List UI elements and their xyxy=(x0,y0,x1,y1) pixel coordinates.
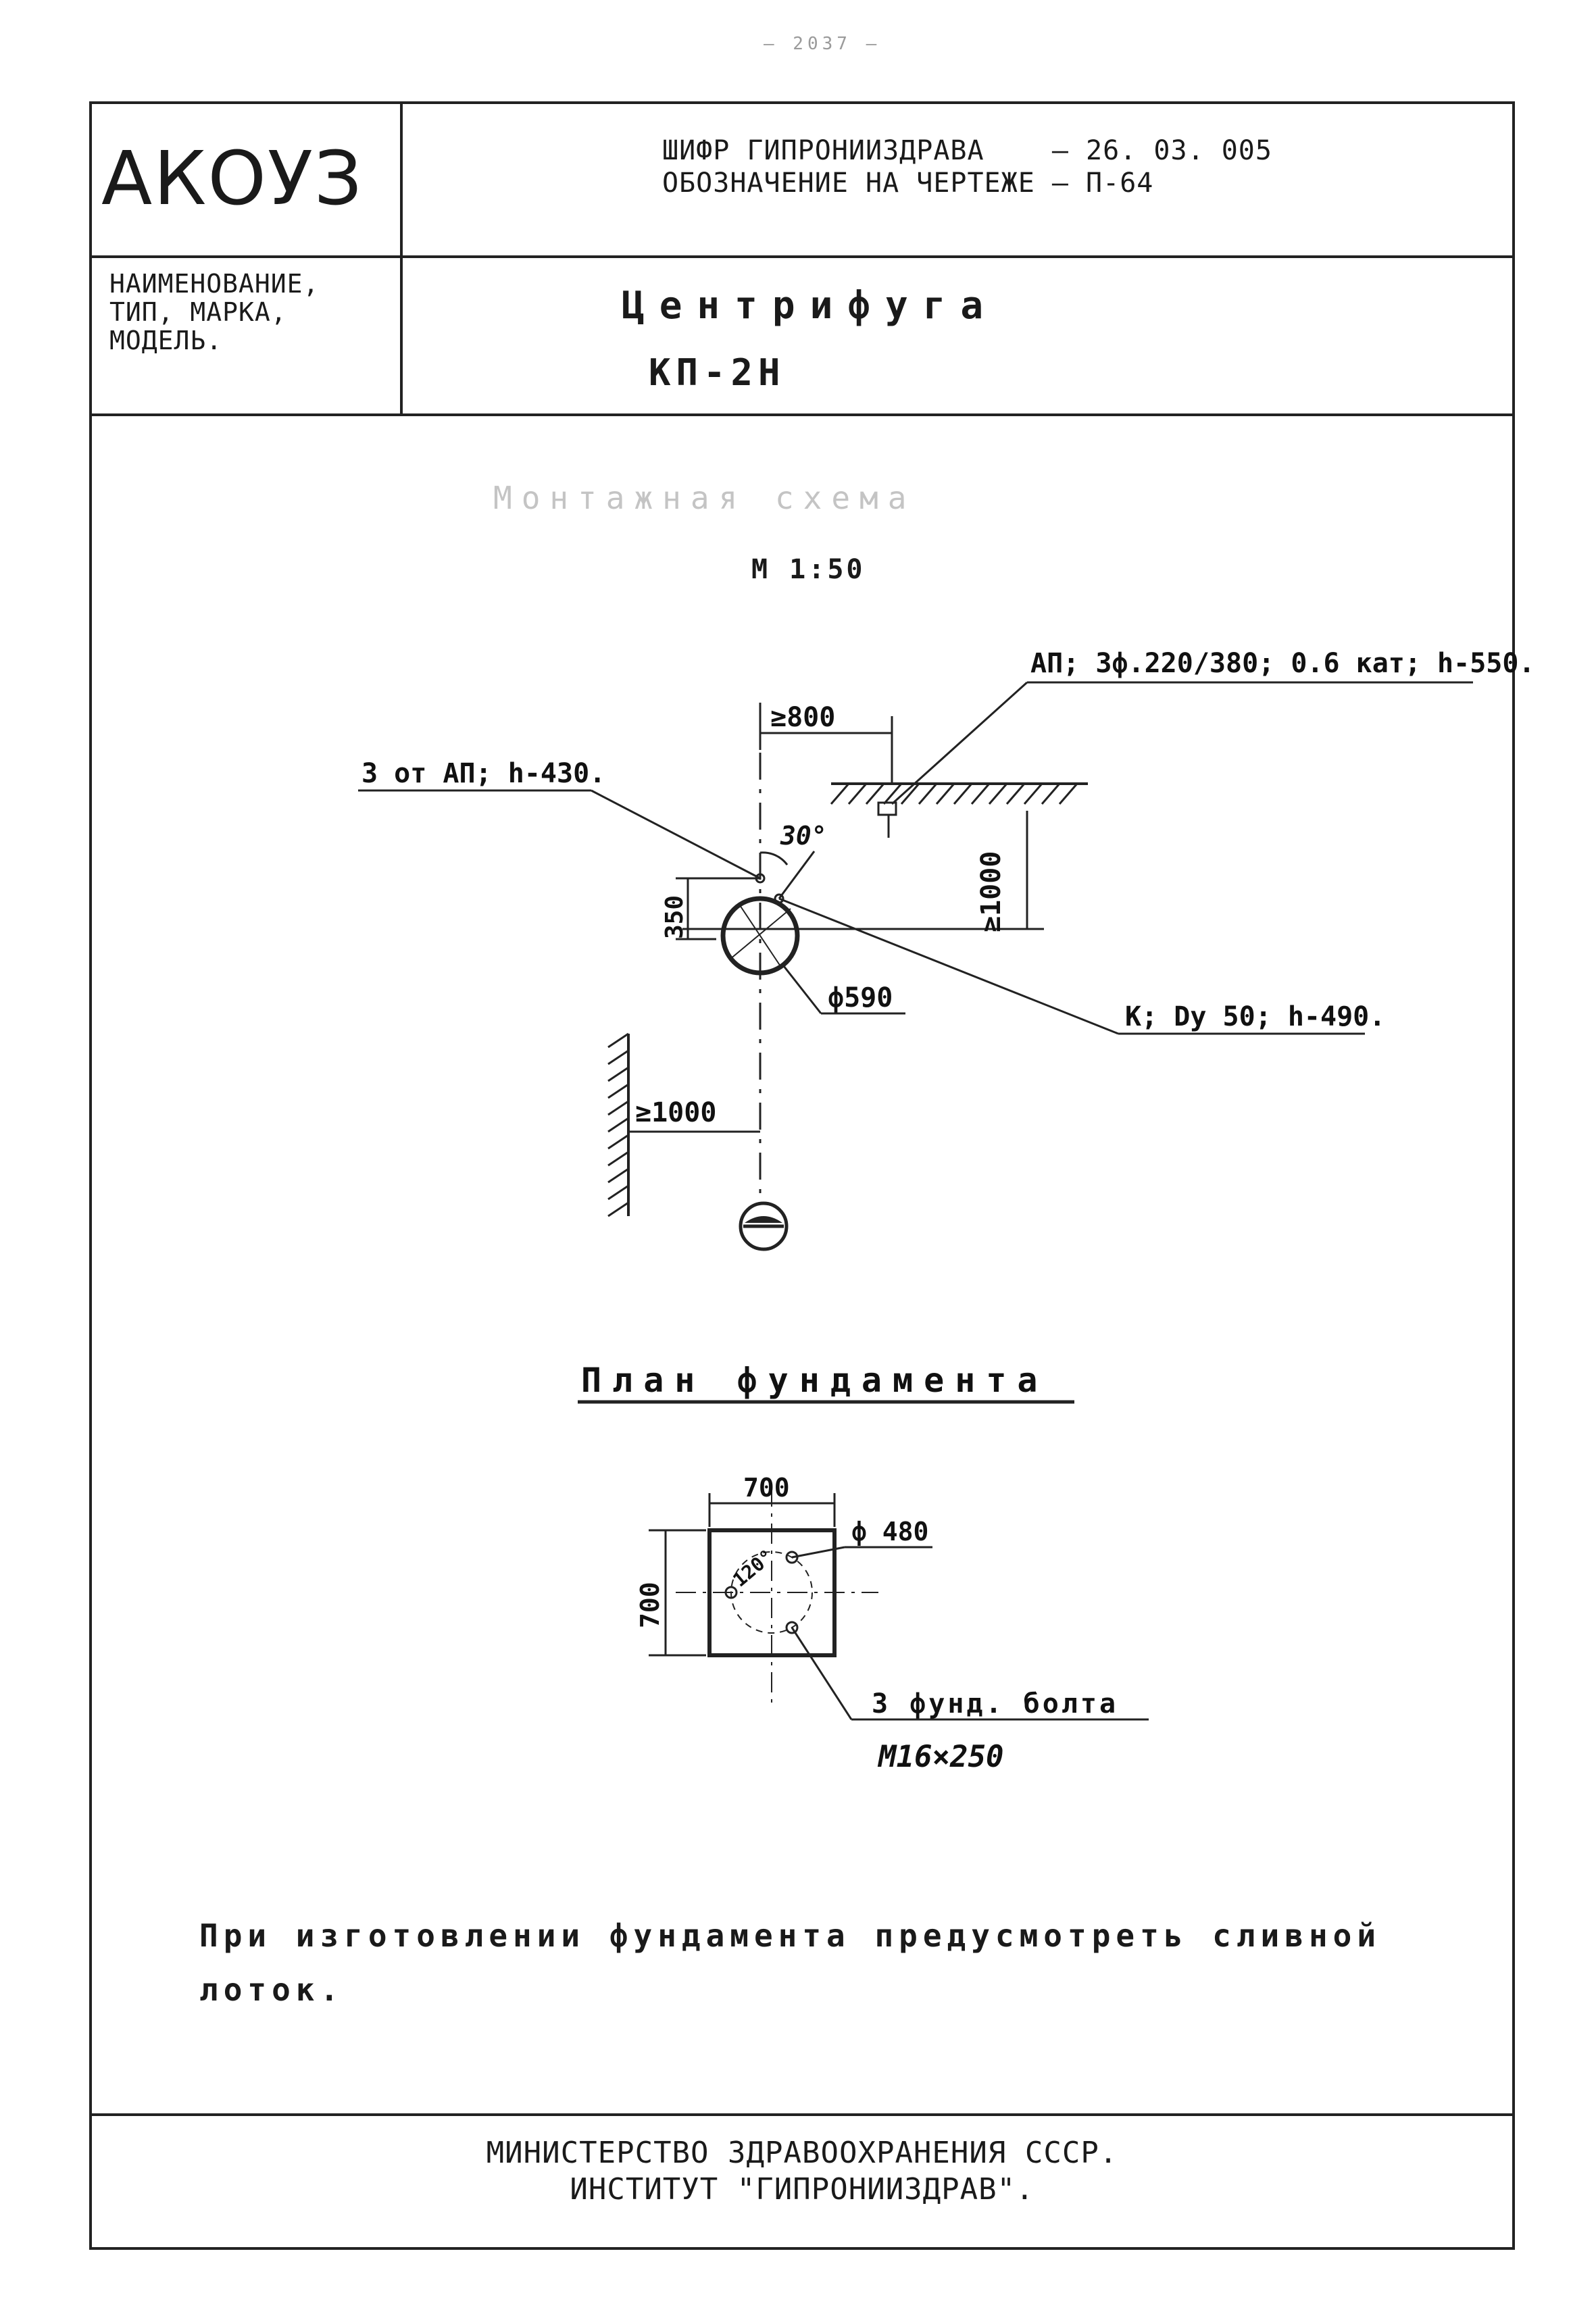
bolt-circle-label: ф 480 xyxy=(851,1517,928,1546)
bolt-3 xyxy=(785,1621,799,1634)
power-outlet xyxy=(877,801,897,816)
ground-leader xyxy=(591,789,761,880)
dim-offset-label: 350 xyxy=(661,895,689,939)
power-leader xyxy=(891,681,1028,805)
footer-divider xyxy=(89,2113,1515,2116)
name-label-line-1: НАИМЕНОВАНИЕ, xyxy=(109,269,320,299)
dim-left-label: ≥1000 xyxy=(635,1097,716,1128)
foundation-height-label: 700 xyxy=(635,1582,665,1628)
equipment-name: Центрифуга xyxy=(622,284,999,328)
centrifuge-outline xyxy=(720,896,800,976)
power-label: АП; 3ф.220/380; 0.6 кат; h-550. xyxy=(1030,648,1535,679)
dim-top-label: ≥800 xyxy=(770,702,835,733)
wall-top-hatch xyxy=(830,783,1078,805)
bolts-label: 3 фунд. болта xyxy=(872,1688,1118,1719)
drain-point xyxy=(774,893,784,904)
plan-title-faded: Монтажная схема xyxy=(493,480,916,516)
note-line-1: При изготовлении фундамента предусмотрет… xyxy=(199,1917,1382,1954)
wall-left-hatch xyxy=(607,1032,629,1217)
bolt-2 xyxy=(724,1586,738,1599)
name-label-line-2: ТИП, МАРКА, xyxy=(109,297,287,327)
stamp-divider-1 xyxy=(89,255,1515,258)
equipment-model: КП-2Н xyxy=(649,351,786,394)
cipher-line: ШИФР ГИПРОНИИЗДРАВА – 26. 03. 005 xyxy=(662,135,1272,166)
note-line-2: лоток. xyxy=(199,1971,345,2008)
bolts-leader xyxy=(791,1627,853,1720)
dim-right-label: ≥1000 xyxy=(976,851,1007,932)
stamp-column-divider xyxy=(400,101,403,415)
organization-brand: АКОУЗ xyxy=(101,135,364,222)
plan-scale: М 1:50 xyxy=(751,554,866,585)
foundation-width-label: 700 xyxy=(743,1473,790,1503)
stamp-divider-2 xyxy=(89,413,1515,416)
bolt-angle-label: 120° xyxy=(728,1545,778,1592)
sewer-label: К; Dу 50; h-490. xyxy=(1125,1001,1385,1032)
ground-label: 3 от АП; h-430. xyxy=(361,758,605,789)
page-number: — 2037 — xyxy=(764,34,881,54)
designation-line: ОБОЗНАЧЕНИЕ НА ЧЕРТЕЖЕ – П-64 xyxy=(662,168,1154,199)
foundation-title: План фундамента xyxy=(581,1361,1049,1400)
ground-point xyxy=(755,873,766,884)
bolts-size: М16×250 xyxy=(877,1740,1003,1774)
sewer-leader xyxy=(778,897,1119,1035)
drawing-frame xyxy=(89,101,1515,2250)
angle-arc xyxy=(759,851,789,865)
angle-label: 30° xyxy=(780,821,827,851)
floor-drain-icon xyxy=(739,1201,789,1251)
bolt-1 xyxy=(785,1551,799,1564)
diameter-label: ф590 xyxy=(828,982,893,1013)
name-label-line-3: МОДЕЛЬ. xyxy=(109,326,223,355)
diameter-leader xyxy=(782,965,822,1014)
footer-ministry: МИНИСТЕРСТВО ЗДРАВООХРАНЕНИЯ СССР. xyxy=(486,2136,1118,2170)
footer-institute: ИНСТИТУТ "ГИПРОНИИЗДРАВ". xyxy=(570,2172,1034,2207)
